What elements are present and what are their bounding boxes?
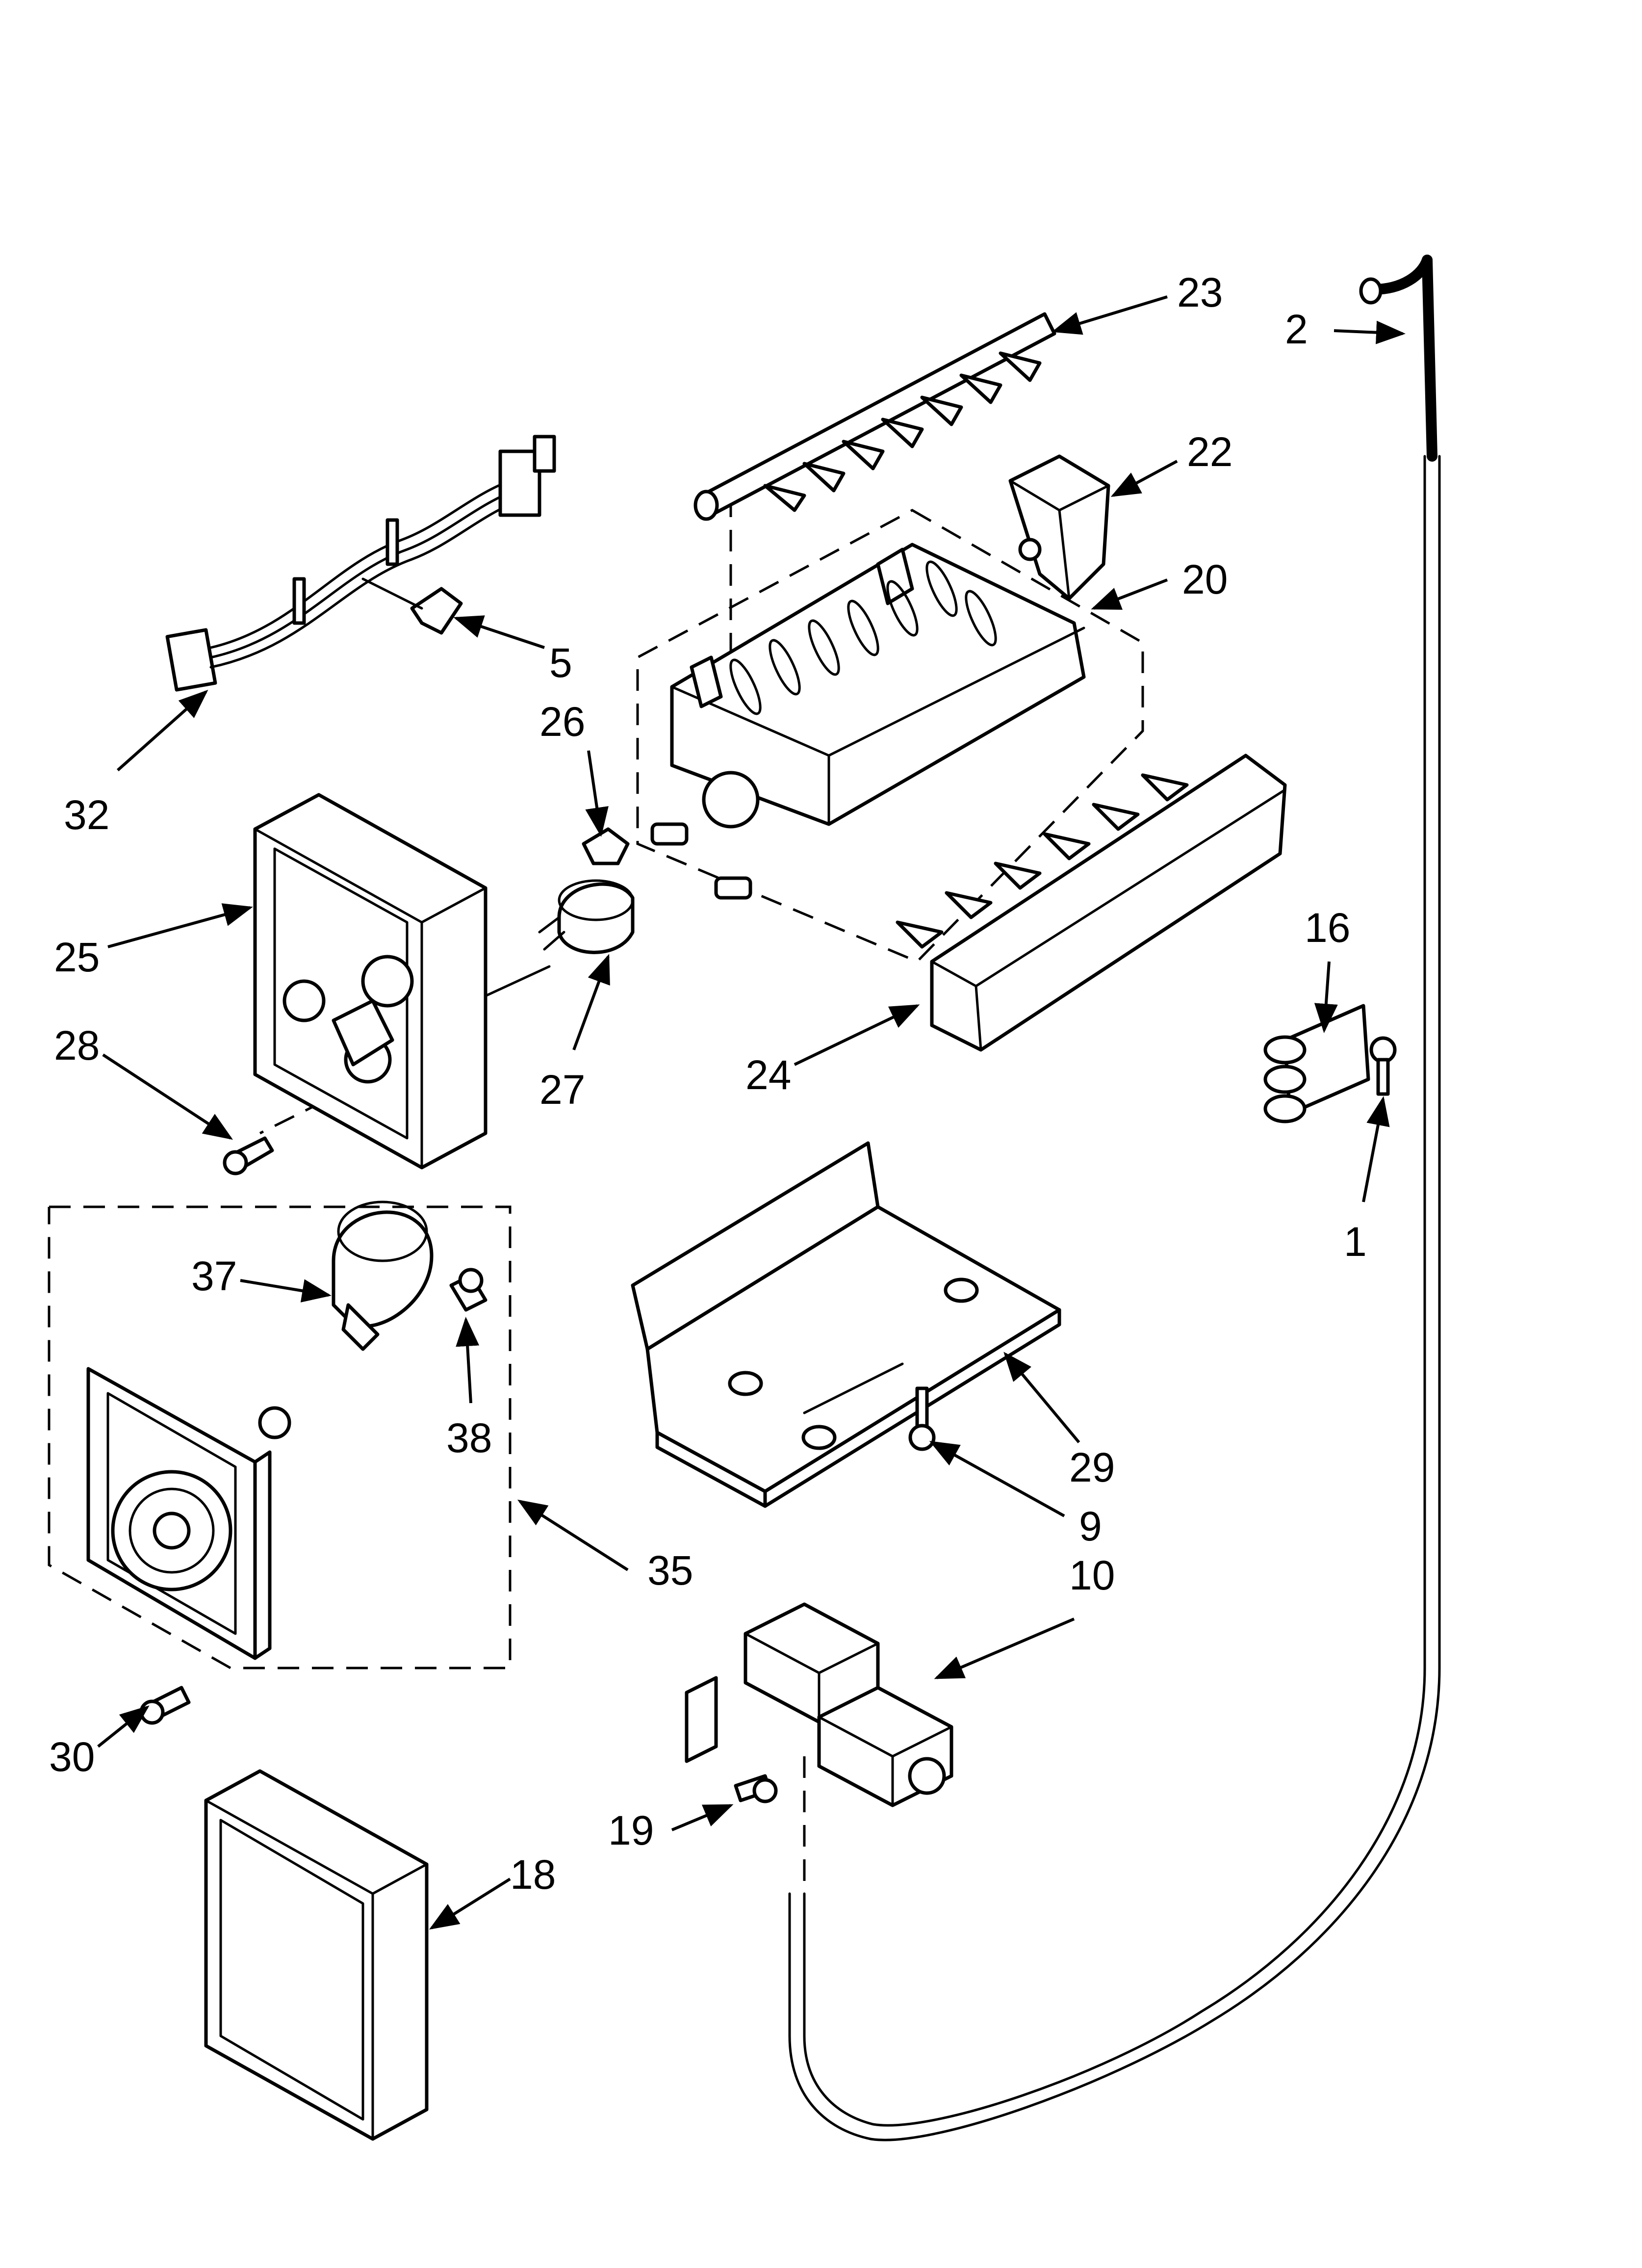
thermostat-part-27 bbox=[538, 879, 635, 954]
callout-10: 10 bbox=[1069, 1552, 1115, 1598]
callout-30: 30 bbox=[49, 1734, 95, 1780]
callout-1: 1 bbox=[1344, 1219, 1367, 1265]
module-assembly-part-35 bbox=[86, 1367, 291, 1660]
screw-part-30 bbox=[139, 1686, 191, 1725]
motor-part-37 bbox=[332, 1200, 434, 1351]
ice-bin-part-29 bbox=[631, 1141, 1061, 1508]
callout-26: 26 bbox=[539, 699, 585, 745]
callout-2: 2 bbox=[1285, 306, 1308, 352]
callout-20: 20 bbox=[1182, 556, 1228, 602]
callout-37: 37 bbox=[191, 1253, 237, 1299]
callout-19: 19 bbox=[608, 1807, 654, 1853]
fill-tube-part-2 bbox=[788, 255, 1441, 2141]
callout-28: 28 bbox=[54, 1022, 100, 1069]
screw-part-1 bbox=[1369, 1036, 1397, 1096]
callout-27: 27 bbox=[539, 1067, 585, 1113]
leader-lines bbox=[97, 295, 1406, 1930]
water-valve-part-10 bbox=[685, 1602, 953, 1807]
callout-24: 24 bbox=[745, 1052, 791, 1098]
wire-clip-part-5 bbox=[361, 577, 463, 635]
ice-mold-part-20 bbox=[650, 543, 1086, 900]
screw-part-19 bbox=[734, 1774, 778, 1803]
screw-part-38 bbox=[449, 1268, 487, 1312]
callout-22: 22 bbox=[1187, 429, 1232, 475]
callout-labels: 23 2 22 20 5 26 32 25 16 27 24 28 1 37 3… bbox=[49, 269, 1367, 1898]
cover-part-18 bbox=[204, 1769, 429, 2141]
fill-cup-part-22 bbox=[1008, 454, 1110, 600]
callout-16: 16 bbox=[1305, 905, 1350, 951]
callout-9: 9 bbox=[1079, 1503, 1102, 1549]
screw-part-9 bbox=[908, 1386, 936, 1451]
housing-part-25 bbox=[253, 793, 487, 1170]
callout-23: 23 bbox=[1177, 269, 1223, 315]
callout-38: 38 bbox=[446, 1415, 492, 1461]
clip-part-26 bbox=[582, 827, 630, 865]
bracket-part-16 bbox=[1263, 1004, 1370, 1123]
callout-25: 25 bbox=[54, 934, 100, 980]
thermostat-lead bbox=[484, 965, 551, 997]
wire-harness-part-32 bbox=[165, 435, 556, 692]
ejector-shaft-part-23 bbox=[693, 312, 1056, 521]
callout-35: 35 bbox=[647, 1547, 693, 1593]
callout-32: 32 bbox=[64, 792, 109, 838]
screw-part-28 bbox=[223, 1136, 274, 1175]
stripper-part-24 bbox=[896, 754, 1287, 1052]
callout-5: 5 bbox=[549, 640, 572, 686]
callout-18: 18 bbox=[510, 1851, 556, 1898]
callout-29: 29 bbox=[1069, 1444, 1115, 1490]
